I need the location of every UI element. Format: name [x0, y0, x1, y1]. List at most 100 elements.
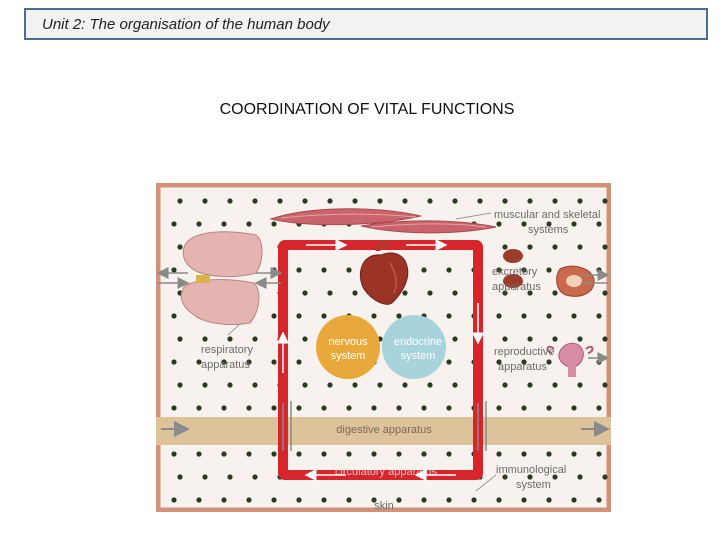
pattern-dot: [502, 336, 508, 342]
pattern-dot: [521, 451, 527, 457]
pattern-dot: [527, 244, 533, 250]
pattern-dot: [452, 382, 458, 388]
pattern-dot: [321, 267, 327, 273]
pattern-dot: [327, 290, 333, 296]
pattern-dot: [596, 221, 602, 227]
pattern-dot: [177, 336, 183, 342]
pattern-dot: [471, 497, 477, 503]
nervous-label: nervous: [328, 336, 368, 348]
pattern-dot: [221, 359, 227, 365]
pattern-dot: [421, 267, 427, 273]
pattern-dot: [602, 382, 608, 388]
pattern-dot: [577, 382, 583, 388]
pattern-dot: [352, 198, 358, 204]
pattern-dot: [321, 451, 327, 457]
pattern-dot: [171, 267, 177, 273]
page-title: COORDINATION OF VITAL FUNCTIONS: [219, 101, 515, 118]
pattern-dot: [452, 290, 458, 296]
pattern-dot: [527, 198, 533, 204]
pattern-dot: [446, 405, 452, 411]
pattern-dot: [396, 313, 402, 319]
pattern-dot: [496, 221, 502, 227]
pattern-dot: [227, 382, 233, 388]
pattern-dot: [571, 405, 577, 411]
pattern-dot: [221, 221, 227, 227]
pattern-dot: [446, 497, 452, 503]
pattern-dot: [277, 198, 283, 204]
pattern-dot: [252, 382, 258, 388]
pattern-dot: [371, 497, 377, 503]
nervous-label-2: system: [331, 350, 366, 362]
pattern-dot: [521, 497, 527, 503]
pattern-dot: [602, 290, 608, 296]
pattern-dot: [521, 405, 527, 411]
immunological-label-2: system: [516, 479, 551, 491]
pattern-dot: [546, 497, 552, 503]
pattern-dot: [421, 451, 427, 457]
pattern-dot: [527, 290, 533, 296]
pattern-dot: [271, 451, 277, 457]
pattern-dot: [246, 359, 252, 365]
nervous-system-circle: [316, 315, 380, 379]
pattern-dot: [402, 198, 408, 204]
pattern-dot: [446, 313, 452, 319]
muscular-label-2: systems: [528, 224, 569, 236]
pattern-dot: [202, 474, 208, 480]
pattern-dot: [577, 244, 583, 250]
pattern-dot: [496, 451, 502, 457]
pattern-dot: [521, 221, 527, 227]
pattern-dot: [271, 405, 277, 411]
pattern-dot: [296, 497, 302, 503]
pattern-dot: [177, 474, 183, 480]
pattern-dot: [546, 405, 552, 411]
pattern-dot: [346, 267, 352, 273]
pattern-dot: [402, 290, 408, 296]
reproductive-icon: [546, 342, 594, 377]
pattern-dot: [477, 198, 483, 204]
pattern-dot: [371, 313, 377, 319]
pattern-dot: [502, 474, 508, 480]
pattern-dot: [571, 451, 577, 457]
pattern-dot: [296, 267, 302, 273]
pattern-dot: [502, 382, 508, 388]
pattern-dot: [552, 290, 558, 296]
pattern-dot: [177, 198, 183, 204]
muscle-icon: [269, 208, 497, 234]
pattern-dot: [302, 198, 308, 204]
pattern-dot: [271, 313, 277, 319]
pattern-dot: [502, 198, 508, 204]
respiratory-label-2: apparatus: [201, 359, 250, 371]
pattern-dot: [502, 290, 508, 296]
pattern-dot: [246, 405, 252, 411]
pattern-dot: [296, 359, 302, 365]
pattern-dot: [496, 359, 502, 365]
respiratory-label: respiratory: [201, 344, 253, 356]
pattern-dot: [452, 198, 458, 204]
pattern-dot: [302, 382, 308, 388]
pattern-dot: [227, 336, 233, 342]
excretory-label: excretory: [492, 266, 538, 278]
pattern-dot: [246, 497, 252, 503]
pattern-dot: [596, 267, 602, 273]
pattern-dot: [346, 405, 352, 411]
pattern-dot: [571, 221, 577, 227]
pattern-dot: [396, 451, 402, 457]
pattern-dot: [296, 313, 302, 319]
pattern-dot: [271, 497, 277, 503]
digestive-label: digestive apparatus: [336, 424, 432, 436]
pattern-dot: [221, 497, 227, 503]
pattern-dot: [202, 382, 208, 388]
pattern-dot: [496, 313, 502, 319]
vital-functions-diagram: muscular and skeletal systems excretory …: [156, 183, 611, 512]
pattern-dot: [446, 267, 452, 273]
pattern-dot: [246, 451, 252, 457]
pattern-dot: [421, 497, 427, 503]
pattern-dot: [596, 359, 602, 365]
pattern-dot: [246, 221, 252, 227]
pattern-dot: [427, 382, 433, 388]
pattern-dot: [446, 359, 452, 365]
pattern-dot: [496, 497, 502, 503]
pattern-dot: [171, 451, 177, 457]
pattern-dot: [371, 451, 377, 457]
pattern-dot: [196, 497, 202, 503]
